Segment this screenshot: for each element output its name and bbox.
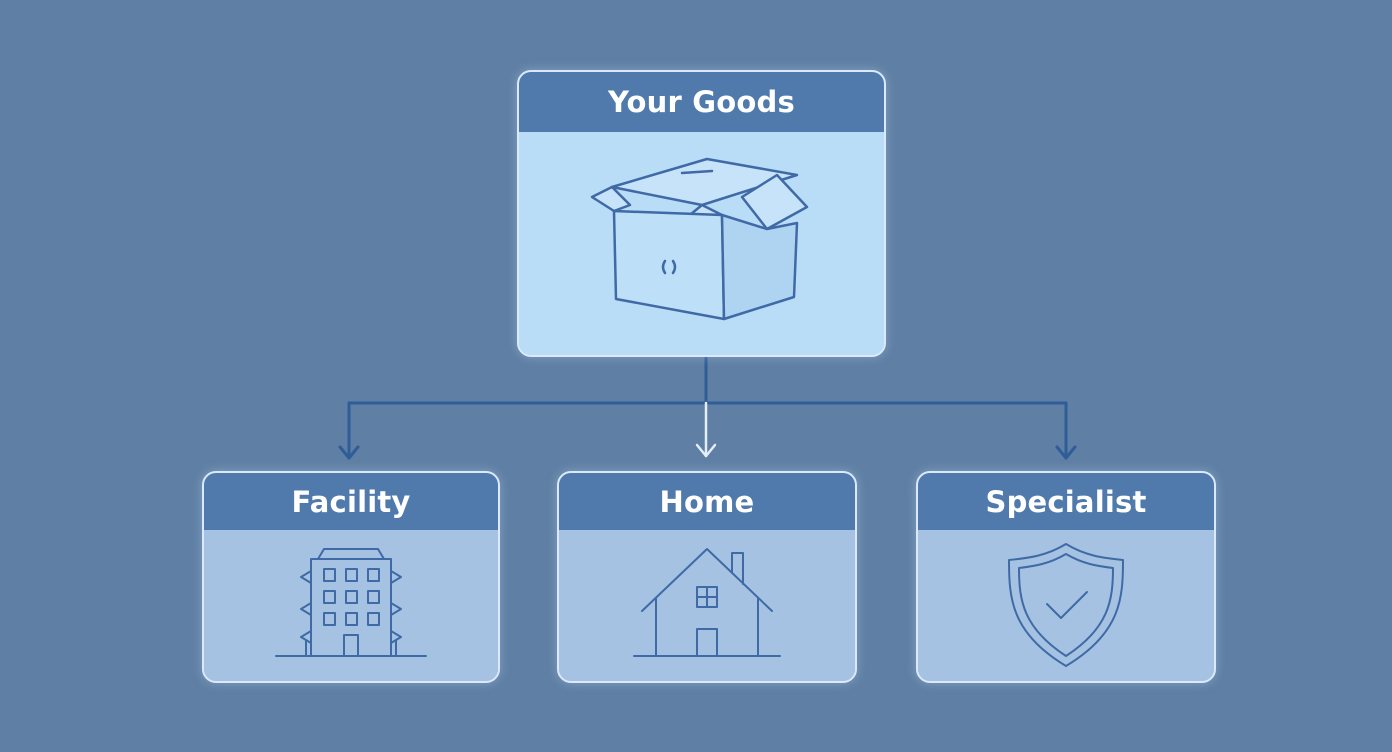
home-card-title: Home (559, 473, 855, 530)
facility-card: Facility (202, 471, 500, 683)
arrowhead-specialist (1055, 445, 1077, 460)
arrowhead-facility (338, 445, 360, 460)
house-icon (622, 541, 792, 671)
home-card-body (559, 530, 855, 681)
root-card-body (519, 132, 884, 355)
root-card-title: Your Goods (519, 72, 884, 132)
box-icon (582, 149, 822, 339)
home-card: Home (557, 471, 857, 683)
specialist-card-title: Specialist (918, 473, 1214, 530)
specialist-card: Specialist (916, 471, 1216, 683)
building-icon (266, 541, 436, 671)
facility-card-title: Facility (204, 473, 498, 530)
specialist-card-body (918, 530, 1214, 681)
shield-check-icon (991, 538, 1141, 674)
arrowhead-home (695, 443, 717, 458)
facility-card-body (204, 530, 498, 681)
root-card: Your Goods (517, 70, 886, 357)
